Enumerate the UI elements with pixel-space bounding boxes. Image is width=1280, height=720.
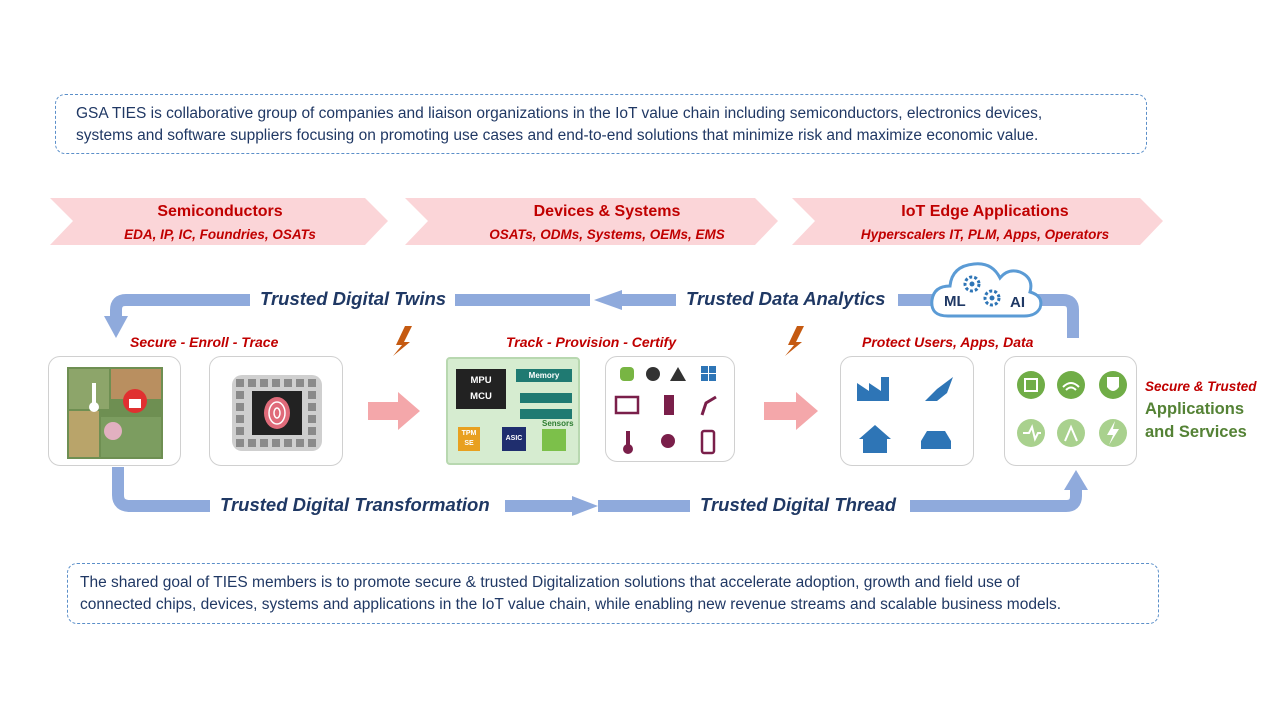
- oil-pump-icon: [1057, 419, 1085, 447]
- asic-chip: ASIC: [502, 427, 526, 451]
- apps-icons: [1017, 371, 1127, 447]
- flow-label-digital-twins: Trusted Digital Twins: [260, 288, 447, 309]
- segment-title-2: Devices & Systems: [533, 203, 681, 220]
- apps-services-line-1: Applications: [1145, 400, 1245, 418]
- segment-title-1: Semiconductors: [157, 203, 283, 220]
- bottom-right-arrowhead: [1064, 470, 1088, 490]
- android-icon: [620, 367, 634, 381]
- goal-note: The shared goal of TIES members is to pr…: [67, 563, 1159, 624]
- top-left-arrowhead: [104, 316, 128, 338]
- lightning-icon-2: [785, 326, 804, 356]
- lightning-icon-1: [393, 326, 412, 356]
- se-label: SE: [464, 440, 474, 447]
- factory-icon: [857, 377, 889, 401]
- users-icons: [857, 377, 953, 453]
- flow-label-data-analytics: Trusted Data Analytics: [686, 288, 886, 309]
- camera-icon: [661, 434, 675, 448]
- segment-band-1: [50, 198, 388, 245]
- segment-subtitle-1: EDA, IP, IC, Foundries, OSATs: [124, 227, 316, 242]
- sensors-label: Sensors: [542, 419, 574, 428]
- car-icon: [921, 431, 951, 449]
- goal-line-1: The shared goal of TIES members is to pr…: [80, 574, 1020, 591]
- chip-die-card: [48, 356, 181, 466]
- tpm-chip: TPM SE: [458, 427, 480, 451]
- mpu-label: MPU: [470, 375, 492, 386]
- mcu-label: MCU: [470, 391, 492, 402]
- mpu-chip: MPU MCU: [456, 369, 506, 409]
- apple-icon: [646, 367, 660, 381]
- top-loop-arrow: [622, 294, 1079, 338]
- robot-arm-icon: [700, 395, 717, 416]
- cloud-icon: [930, 262, 1043, 318]
- tpm-label: TPM: [461, 430, 477, 437]
- pink-arrow-2: [764, 392, 818, 430]
- health-icon: [1017, 419, 1045, 447]
- pink-arrow-1: [368, 392, 420, 430]
- linux-icon: [670, 367, 686, 381]
- wifi-icon: [1057, 371, 1085, 399]
- stage-label-1: Secure - Enroll - Trace: [130, 334, 279, 350]
- jet-icon: [925, 377, 953, 401]
- flow-label-digital-thread: Trusted Digital Thread: [700, 494, 896, 515]
- bottom-mid-arrowhead: [572, 496, 598, 516]
- fingerprint-chip-card: [209, 356, 343, 466]
- sensor-chip: [542, 429, 566, 451]
- segment-subtitle-3: Hyperscalers IT, PLM, Apps, Operators: [860, 227, 1110, 242]
- segment-title-3: IoT Edge Applications: [901, 203, 1069, 220]
- stage-label-3: Protect Users, Apps, Data: [862, 334, 1034, 350]
- apps-services-label: Applications and Services: [1145, 398, 1247, 444]
- circuit-board: MPU MCU Memory TPM SE ASIC Sensors: [446, 357, 580, 465]
- thermometer-icon: [89, 402, 99, 412]
- intro-line-2: systems and software suppliers focusing …: [76, 127, 1039, 144]
- film-icon: [1017, 371, 1045, 399]
- chip-die-image: [67, 367, 163, 459]
- thermometer-icon-2: [626, 431, 630, 447]
- segment-band-3: [792, 198, 1163, 245]
- cloud-ai-label: AI: [1010, 294, 1025, 311]
- home-icon: [859, 425, 891, 453]
- apps-services-line-2: and Services: [1145, 423, 1247, 441]
- devices-card: [605, 356, 735, 462]
- windows-icon: [701, 366, 716, 381]
- memory-chip-3: [520, 409, 572, 419]
- memory-chip-2: [520, 393, 572, 403]
- users-card: [840, 356, 974, 466]
- cloud-ml-label: ML: [944, 293, 966, 310]
- top-left-segment: [110, 294, 590, 318]
- segment-band-2: [405, 198, 778, 245]
- memory-chip: Memory: [516, 369, 572, 382]
- devices-icons: [614, 366, 717, 455]
- segment-subtitle-2: OSATs, ODMs, Systems, OEMs, EMS: [489, 227, 725, 242]
- intro-line-1: GSA TIES is collaborative group of compa…: [76, 105, 1043, 122]
- tower-icon: [664, 395, 674, 415]
- flow-label-digital-transformation: Trusted Digital Transformation: [220, 494, 490, 515]
- stage-label-4: Secure & Trusted: [1145, 379, 1257, 394]
- gear-icon-2: [983, 289, 1001, 307]
- segment-bands: [50, 198, 1163, 245]
- intro-note: GSA TIES is collaborative group of compa…: [55, 94, 1147, 154]
- monitor-icon: [614, 395, 640, 415]
- gear-icon: [963, 275, 981, 293]
- fingerprint-chip-image: [232, 375, 322, 451]
- fingerprint-icon: [264, 397, 290, 429]
- goal-line-2: connected chips, devices, systems and ap…: [80, 596, 1062, 613]
- phone-icon: [700, 429, 716, 455]
- bottom-left-segment: [112, 467, 572, 512]
- apps-card: [1004, 356, 1137, 466]
- bottom-right-segment: [598, 488, 1082, 512]
- stage-label-2: Track - Provision - Certify: [506, 334, 677, 350]
- top-mid-arrowhead: [594, 290, 622, 310]
